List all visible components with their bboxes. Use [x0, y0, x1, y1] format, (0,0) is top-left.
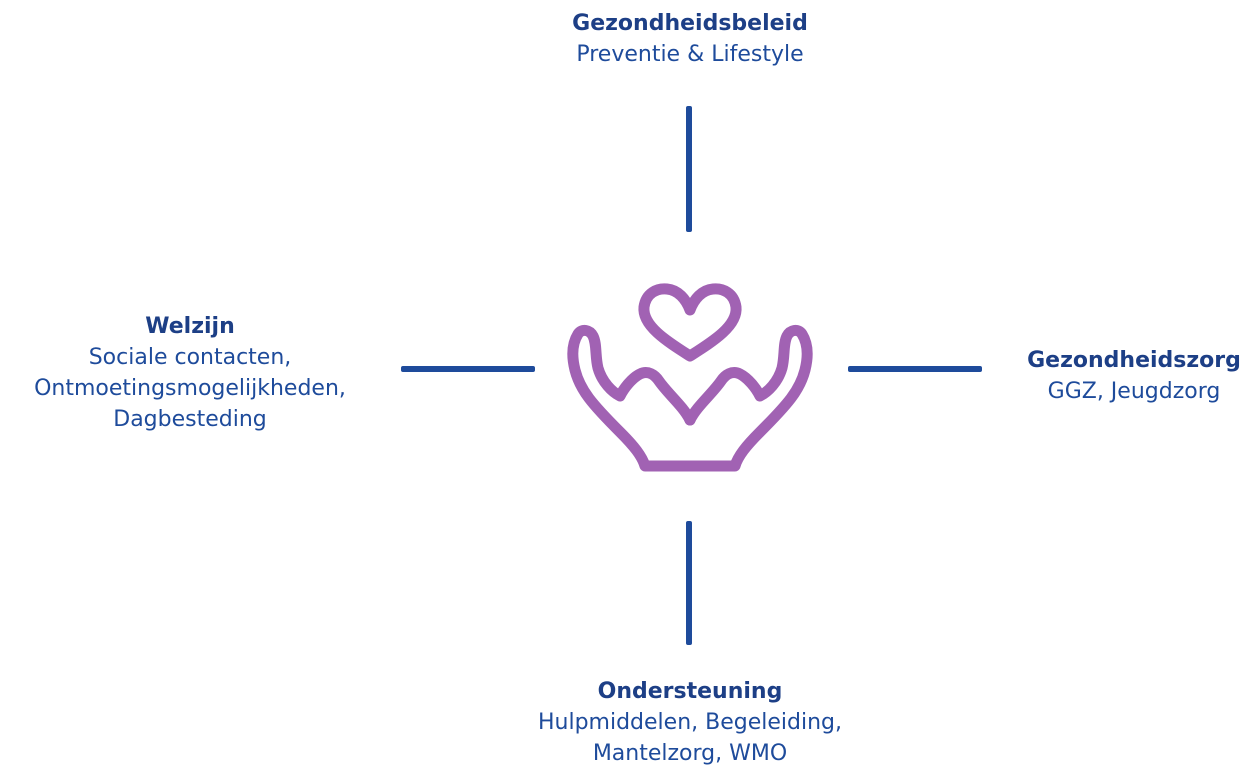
node-gezondheidszorg: Gezondheidszorg GGZ, Jeugdzorg	[1008, 345, 1260, 407]
node-text-line: Sociale contacten,	[88, 345, 292, 370]
node-text-line: Mantelzorg, WMO	[592, 741, 788, 766]
node-text-line: Dagbesteding	[113, 407, 267, 432]
node-title: Gezondheidszorg	[1027, 348, 1241, 373]
node-text-line: Preventie & Lifestyle	[576, 42, 804, 67]
node-title: Welzijn	[145, 314, 235, 339]
connector-right	[848, 366, 982, 372]
node-title: Ondersteuning	[597, 679, 783, 704]
node-welzijn: Welzijn Sociale contacten, Ontmoetingsmo…	[0, 311, 380, 435]
node-title: Gezondheidsbeleid	[572, 11, 808, 36]
node-text-line: Ontmoetingsmogelijkheden,	[34, 376, 346, 401]
connector-top	[686, 106, 692, 232]
hands-holding-heart-icon	[567, 283, 813, 472]
node-text-line: Hulpmiddelen, Begeleiding,	[537, 710, 842, 735]
connector-left	[401, 366, 535, 372]
node-gezondheidsbeleid: Gezondheidsbeleid Preventie & Lifestyle	[490, 8, 890, 70]
connector-bottom	[686, 521, 692, 645]
node-text-line: GGZ, Jeugdzorg	[1047, 379, 1221, 404]
node-ondersteuning: Ondersteuning Hulpmiddelen, Begeleiding,…	[480, 676, 900, 769]
